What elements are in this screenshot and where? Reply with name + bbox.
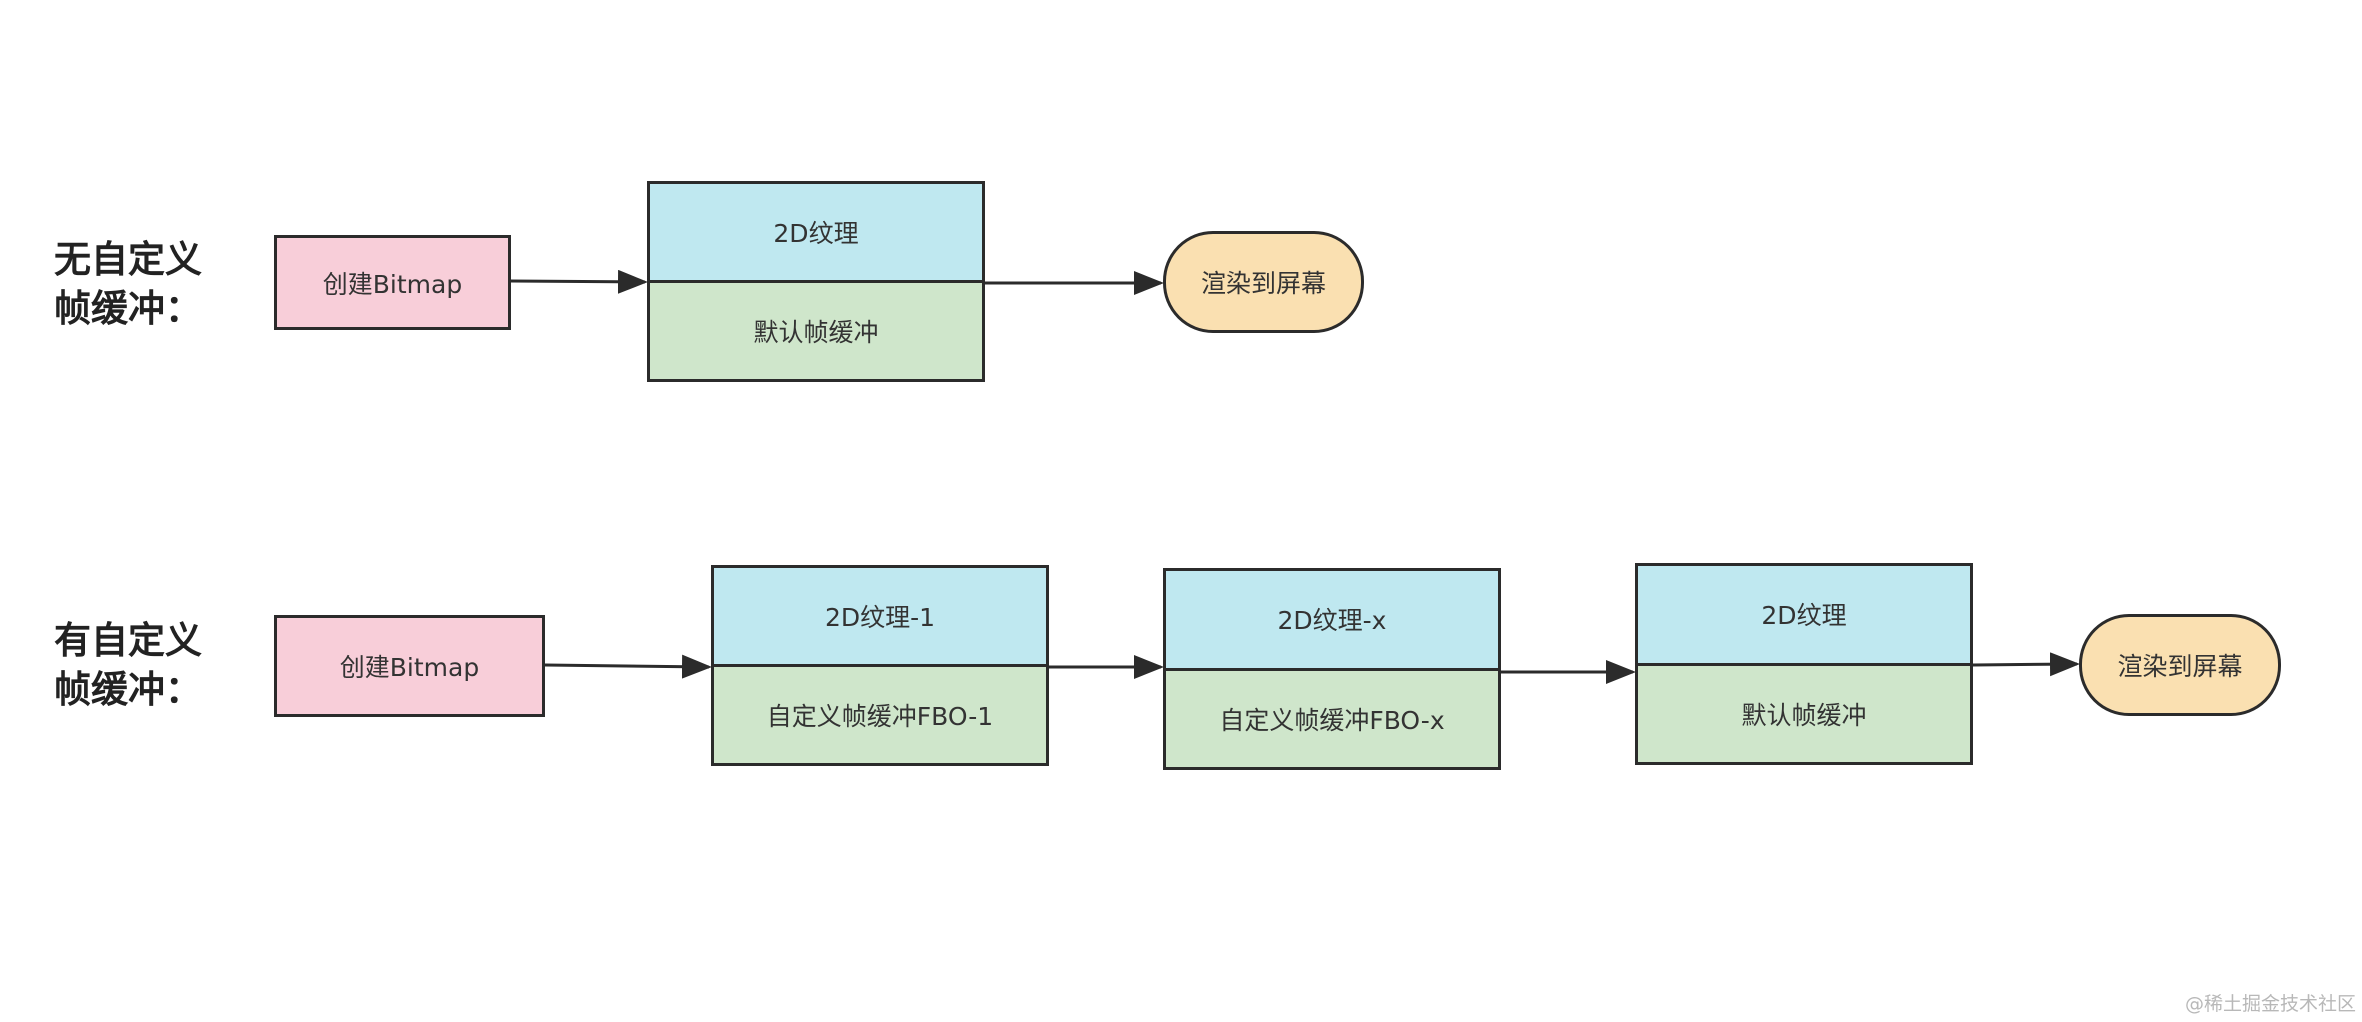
row2-stage3-texture-label: 2D纹理 xyxy=(1761,601,1847,631)
row1-texture-node[interactable]: 2D纹理 xyxy=(650,184,982,283)
row1-create-bitmap-node[interactable]: 创建Bitmap xyxy=(274,235,511,330)
row1-render-screen-label: 渲染到屏幕 xyxy=(1200,269,1326,298)
row2-stage3-framebuffer-label: 默认帧缓冲 xyxy=(1741,700,1867,730)
row2-stage3-framebuffer-node[interactable]: 默认帧缓冲 xyxy=(1638,665,1970,762)
row2-stage1-framebuffer-label: 自定义帧缓冲FBO-1 xyxy=(766,702,994,731)
row1-create-bitmap-label: 创建Bitmap xyxy=(322,269,463,299)
row2-render-screen-label: 渲染到屏幕 xyxy=(2117,652,2243,681)
row2-render-screen-node[interactable]: 渲染到屏幕 xyxy=(2079,614,2281,716)
row2-create-bitmap-node[interactable]: 创建Bitmap xyxy=(274,615,545,717)
row2-arrow-bitmap-to-stage1 xyxy=(544,654,712,679)
row1-label: 无自定义 帧缓冲： xyxy=(54,236,202,334)
row2-stage2-framebuffer-node[interactable]: 自定义帧缓冲FBO-x xyxy=(1166,670,1498,767)
row2-label-line2: 帧缓冲： xyxy=(54,667,202,711)
row2-stage1-framebuffer-node[interactable]: 自定义帧缓冲FBO-1 xyxy=(714,667,1046,763)
row1-framebuffer-label: 默认帧缓冲 xyxy=(753,318,879,347)
row1-label-line1: 无自定义 xyxy=(54,238,202,281)
row2-stage1-stack[interactable]: 2D纹理-1 自定义帧缓冲FBO-1 xyxy=(711,565,1049,766)
row2-stage2-framebuffer-label: 自定义帧缓冲FBO-x xyxy=(1219,705,1445,735)
row1-arrow-bitmap-to-texture xyxy=(510,269,648,294)
row1-framebuffer-node[interactable]: 默认帧缓冲 xyxy=(650,283,982,379)
row2-stage2-texture-node[interactable]: 2D纹理-x xyxy=(1166,571,1498,671)
row2-label-line1: 有自定义 xyxy=(54,619,202,662)
row2-stage2-stack[interactable]: 2D纹理-x 自定义帧缓冲FBO-x xyxy=(1163,568,1501,770)
watermark: @稀土掘金技术社区 xyxy=(2184,993,2356,1015)
row2-stage1-texture-label: 2D纹理-1 xyxy=(824,603,936,632)
row2-create-bitmap-label: 创建Bitmap xyxy=(339,653,480,682)
row1-label-line2: 帧缓冲： xyxy=(54,286,202,330)
row1-texture-label: 2D纹理 xyxy=(773,219,859,248)
row2-stage3-texture-node[interactable]: 2D纹理 xyxy=(1638,566,1970,666)
row2-arrow-stage3-to-screen xyxy=(1972,652,2080,677)
row1-render-screen-node[interactable]: 渲染到屏幕 xyxy=(1163,231,1364,333)
row1-texture-framebuffer-stack[interactable]: 2D纹理 默认帧缓冲 xyxy=(647,181,985,382)
row2-stage3-stack[interactable]: 2D纹理 默认帧缓冲 xyxy=(1635,563,1973,765)
row2-stage2-texture-label: 2D纹理-x xyxy=(1277,606,1387,636)
row2-label: 有自定义 帧缓冲： xyxy=(54,617,202,715)
row2-stage1-texture-node[interactable]: 2D纹理-1 xyxy=(714,568,1046,667)
